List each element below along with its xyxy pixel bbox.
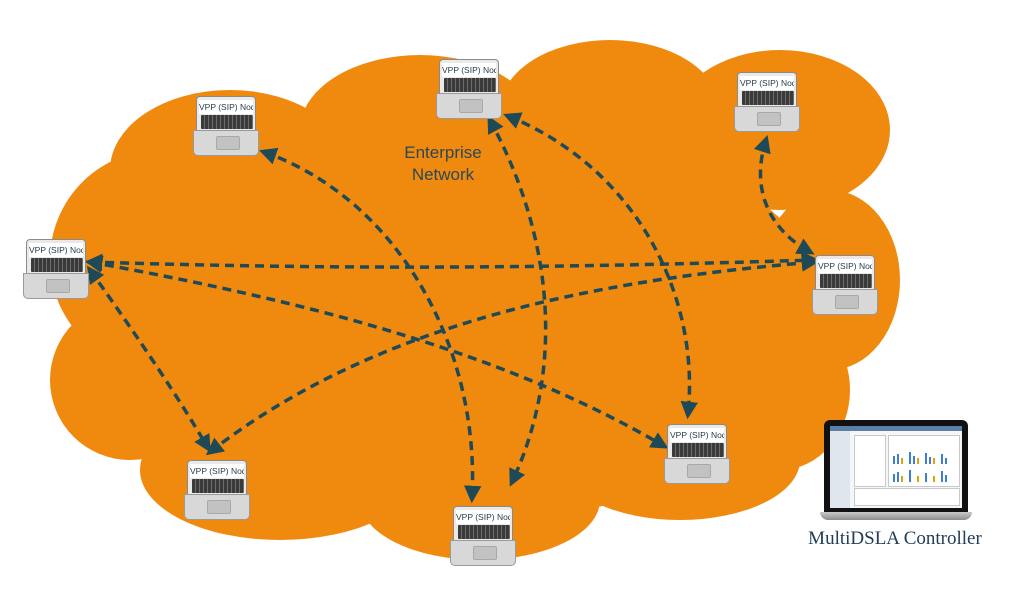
- sip-node-laptop[interactable]: VPP (SIP) Node: [184, 460, 250, 520]
- controller-chart-icon: [888, 435, 960, 487]
- laptop-base: [664, 458, 730, 484]
- keyboard-icon: [820, 274, 872, 288]
- multidsla-controller-laptop[interactable]: [820, 420, 980, 524]
- keyboard-icon: [742, 91, 794, 105]
- laptop-screen: VPP (SIP) Node: [187, 460, 247, 496]
- sip-node-laptop[interactable]: VPP (SIP) Node: [664, 424, 730, 484]
- touchpad-icon: [757, 112, 781, 126]
- touchpad-icon: [473, 546, 497, 560]
- laptop-screen: VPP (SIP) Node: [26, 239, 86, 275]
- controller-lid: [824, 420, 968, 512]
- controller-sidebar: [830, 431, 850, 508]
- sip-node-laptop[interactable]: VPP (SIP) Node: [812, 255, 878, 315]
- controller-label: MultiDSLA Controller: [808, 528, 982, 549]
- laptop-base: [450, 540, 516, 566]
- controller-bottom-panel: [854, 488, 960, 506]
- link-top-right-to-right: [753, 134, 815, 255]
- node-label: VPP (SIP) Node: [190, 464, 244, 478]
- touchpad-icon: [687, 464, 711, 478]
- link-left-to-bottom-left: [86, 265, 211, 453]
- controller-panel: [854, 435, 886, 487]
- controller-deck: [820, 512, 972, 520]
- keyboard-icon: [672, 443, 724, 457]
- enterprise-network-label: Enterprise Network: [388, 142, 498, 186]
- keyboard-icon: [458, 525, 510, 539]
- sip-node-laptop[interactable]: VPP (SIP) Node: [450, 506, 516, 566]
- keyboard-icon: [31, 258, 83, 272]
- keyboard-icon: [444, 78, 496, 92]
- touchpad-icon: [459, 99, 483, 113]
- touchpad-icon: [46, 279, 70, 293]
- laptop-screen: VPP (SIP) Node: [439, 59, 499, 95]
- laptop-base: [436, 93, 502, 119]
- laptop-screen: VPP (SIP) Node: [667, 424, 727, 460]
- sip-node-laptop[interactable]: VPP (SIP) Node: [193, 96, 259, 156]
- node-label: VPP (SIP) Node: [456, 510, 510, 524]
- network-label-line1: Enterprise: [404, 143, 482, 162]
- node-label: VPP (SIP) Node: [442, 63, 496, 77]
- node-label: VPP (SIP) Node: [670, 428, 724, 442]
- sip-node-laptop[interactable]: VPP (SIP) Node: [734, 72, 800, 132]
- node-label: VPP (SIP) Node: [29, 243, 83, 257]
- sip-node-laptop[interactable]: VPP (SIP) Node: [23, 239, 89, 299]
- laptop-base: [812, 289, 878, 315]
- node-label: VPP (SIP) Node: [199, 100, 253, 114]
- controller-titlebar: [830, 426, 962, 431]
- keyboard-icon: [192, 479, 244, 493]
- laptop-base: [184, 494, 250, 520]
- network-label-line2: Network: [411, 165, 475, 184]
- node-label: VPP (SIP) Node: [740, 76, 794, 90]
- controller-display: [830, 426, 962, 508]
- keyboard-icon: [201, 115, 253, 129]
- node-label: VPP (SIP) Node: [818, 259, 872, 273]
- link-bottom-left-to-right: [205, 254, 820, 456]
- laptop-screen: VPP (SIP) Node: [453, 506, 513, 542]
- touchpad-icon: [207, 500, 231, 514]
- link-top-center-right-to-bottom-right: [503, 112, 698, 420]
- laptop-base: [23, 273, 89, 299]
- laptop-screen: VPP (SIP) Node: [196, 96, 256, 132]
- sip-node-laptop[interactable]: VPP (SIP) Node: [436, 59, 502, 119]
- touchpad-icon: [835, 295, 859, 309]
- laptop-base: [193, 130, 259, 156]
- touchpad-icon: [216, 136, 240, 150]
- laptop-base: [734, 106, 800, 132]
- laptop-screen: VPP (SIP) Node: [815, 255, 875, 291]
- laptop-screen: VPP (SIP) Node: [737, 72, 797, 108]
